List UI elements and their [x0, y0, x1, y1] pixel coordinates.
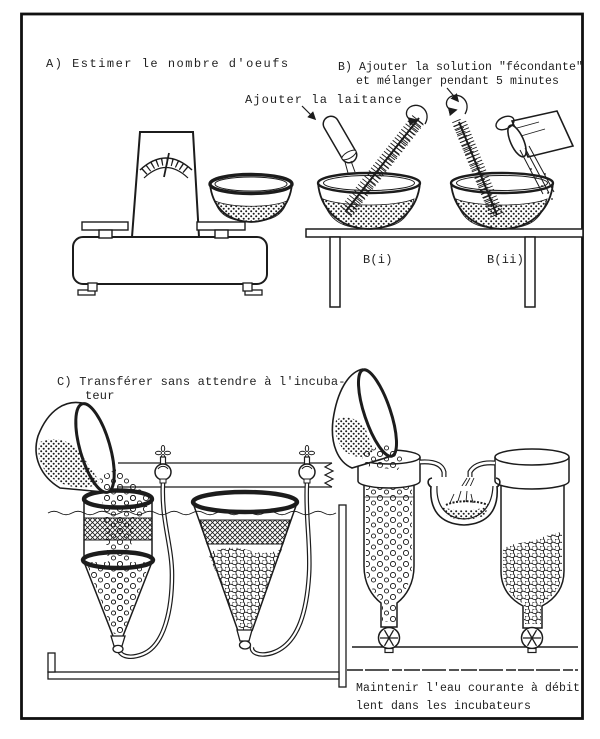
- pouring-bucket-right: [331, 368, 404, 470]
- solution-beaker: [495, 110, 575, 200]
- cone-incubator-1: [80, 488, 156, 654]
- scale-tower: [130, 131, 201, 238]
- label-step-b-line1: B) Ajouter la solution "fécondante": [338, 61, 583, 74]
- hose-1: [116, 482, 175, 659]
- mixing-bowl-2: [449, 171, 555, 230]
- label-maintain-line2: lent dans les incubateurs: [356, 700, 531, 713]
- label-maintain-line1: Maintenir l'eau courante à débit: [356, 682, 580, 695]
- water-valve-1: [154, 445, 172, 484]
- hose-2: [249, 482, 312, 657]
- egg-stream-left: [99, 469, 150, 522]
- label-add-milt: Ajouter la laitance: [245, 93, 403, 107]
- pipe-break-zigzag: [323, 462, 335, 488]
- scale-base: [72, 236, 268, 285]
- label-step-b-line2: et mélanger pendant 5 minutes: [356, 75, 559, 88]
- mix-pointer-arrow: [446, 87, 460, 103]
- mixing-bowl-1: [316, 171, 422, 230]
- zoug-jar-2: [454, 448, 570, 629]
- cone-incubator-2: [190, 489, 300, 650]
- mesh-band: [199, 519, 291, 545]
- water-surface-line: [47, 510, 337, 516]
- label-step-c-line2: teur: [85, 389, 115, 403]
- drain-valve-1: [377, 626, 401, 654]
- trough: [47, 504, 347, 688]
- scale-platforms: [81, 221, 246, 239]
- overflow-cup: [427, 477, 501, 526]
- supply-pipe: [118, 462, 335, 488]
- scale-feet: [77, 282, 263, 296]
- egg-stream-right: [360, 444, 404, 470]
- milt-vial: [322, 115, 358, 174]
- stirring-feather-2: [451, 118, 504, 218]
- pour-stream: [519, 145, 555, 200]
- label-step-c-line1: C) Transférer sans attendre à l'incuba-: [57, 375, 346, 389]
- stirring-feather-1: [340, 113, 425, 217]
- dial-needle: [163, 152, 170, 178]
- balance-scale: [72, 131, 294, 296]
- water-valve-2: [298, 445, 316, 484]
- milt-pointer-arrow: [301, 105, 317, 121]
- overflow-spout-2: [467, 460, 496, 477]
- label-bowl-i: B(i): [363, 253, 393, 267]
- stir-swirl-arrow-1: [405, 104, 428, 127]
- splash-lines: [449, 490, 474, 504]
- label-bowl-ii: B(ii): [487, 253, 524, 267]
- scale-dial: [139, 152, 193, 179]
- label-step-a: A) Estimer le nombre d'oeufs: [46, 57, 290, 71]
- drain-valve-2: [520, 626, 544, 654]
- work-table: [305, 228, 584, 308]
- overflow-spout-1: [419, 459, 447, 477]
- egg-bowl-on-scale: [208, 172, 294, 223]
- stir-swirl-arrow-2: [445, 94, 468, 117]
- pouring-bucket-left: [35, 401, 150, 522]
